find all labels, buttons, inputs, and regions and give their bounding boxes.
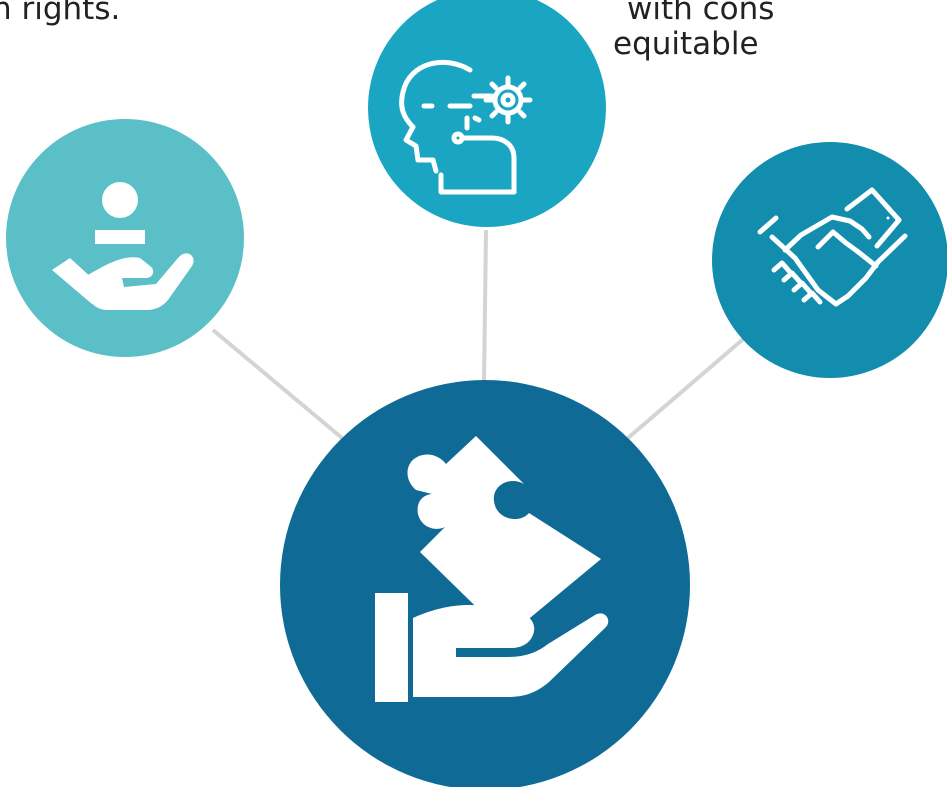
person-in-hand-icon — [52, 182, 194, 310]
right-text-fragment-line-2: equitable — [613, 26, 759, 62]
right-text-fragment-line-1: with cons — [627, 0, 775, 27]
left-text-fragment: n rights. — [0, 0, 121, 27]
connector-left — [211, 328, 344, 440]
circle-top — [368, 0, 606, 227]
ai-head-gear-icon — [399, 59, 533, 195]
connector-right — [626, 333, 750, 440]
handshake-icon — [757, 187, 908, 307]
circle-right — [712, 142, 947, 378]
connector-top — [482, 229, 488, 383]
puzzle-piece-in-hand-icon — [375, 436, 609, 702]
connector-lines — [211, 229, 750, 440]
